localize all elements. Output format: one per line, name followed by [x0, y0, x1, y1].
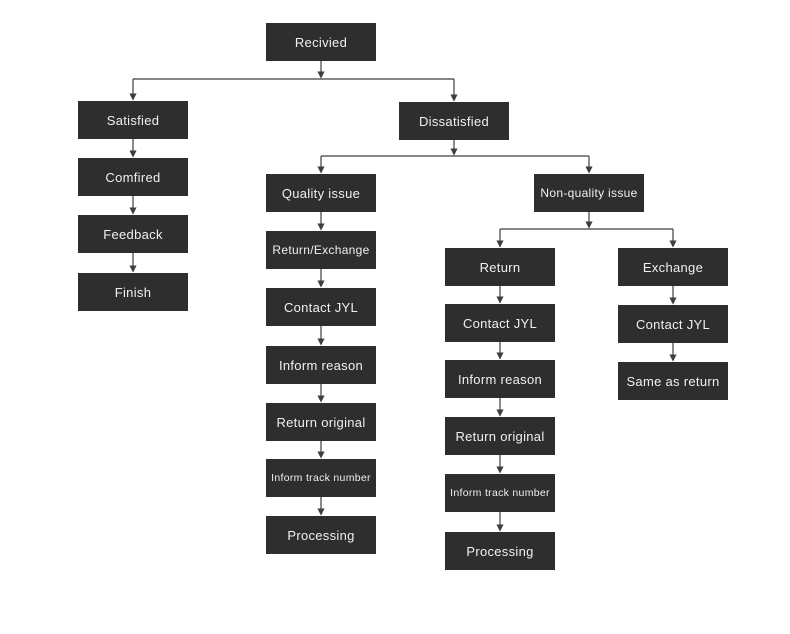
connector-nonquality-split: [496, 212, 677, 248]
node-exchange: Exchange: [618, 248, 728, 286]
node-feedback: Feedback: [78, 215, 188, 253]
node-return-inform-reason: Inform reason: [445, 360, 555, 398]
node-return: Return: [445, 248, 555, 286]
node-quality-inform-track-number: Inform track number: [266, 459, 376, 497]
connector-dissatisfied-split: [317, 140, 593, 174]
node-return-inform-track-number: Inform track number: [445, 474, 555, 512]
node-comfired: Comfired: [78, 158, 188, 196]
connector-root-split: [129, 61, 458, 102]
node-quality-inform-reason: Inform reason: [266, 346, 376, 384]
node-return-exchange: Return/Exchange: [266, 231, 376, 269]
node-quality-processing: Processing: [266, 516, 376, 554]
node-received: Recivied: [266, 23, 376, 61]
node-return-processing: Processing: [445, 532, 555, 570]
node-exchange-contact-jyl: Contact JYL: [618, 305, 728, 343]
node-return-return-original: Return original: [445, 417, 555, 455]
node-non-quality-issue: Non-quality issue: [534, 174, 644, 212]
node-satisfied: Satisfied: [78, 101, 188, 139]
node-quality-issue: Quality issue: [266, 174, 376, 212]
node-same-as-return: Same as return: [618, 362, 728, 400]
node-quality-return-original: Return original: [266, 403, 376, 441]
node-quality-contact-jyl: Contact JYL: [266, 288, 376, 326]
node-finish: Finish: [78, 273, 188, 311]
node-dissatisfied: Dissatisfied: [399, 102, 509, 140]
node-return-contact-jyl: Contact JYL: [445, 304, 555, 342]
